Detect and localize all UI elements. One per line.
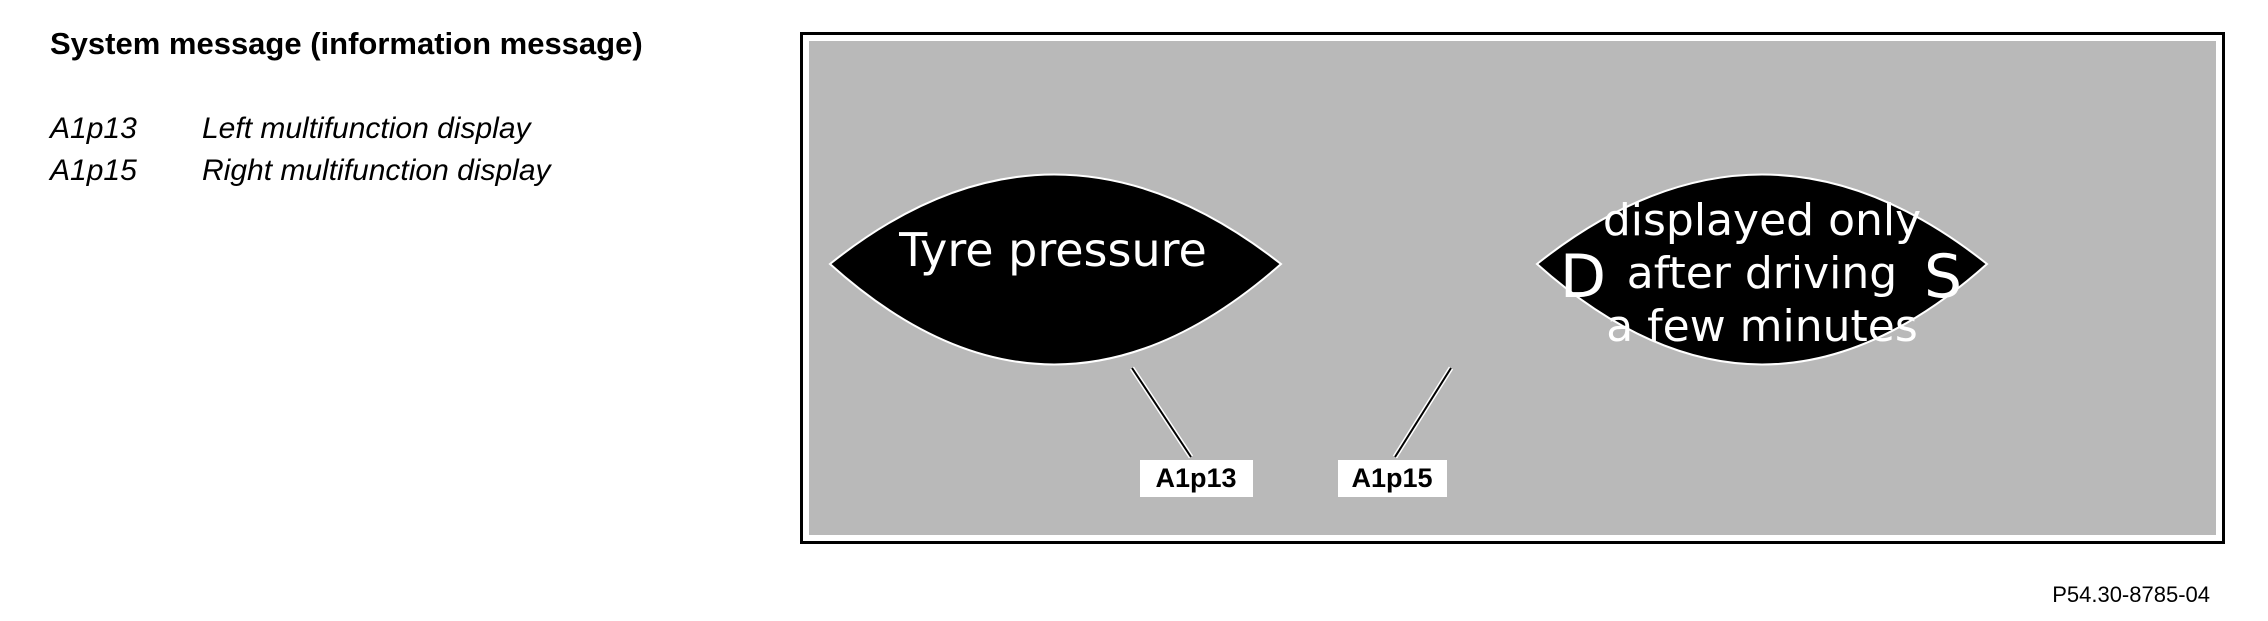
legend-description: Right multifunction display bbox=[202, 154, 551, 187]
callout-label-a1p13: A1p13 bbox=[1155, 463, 1236, 493]
callout-leader-a1p15 bbox=[1394, 367, 1452, 458]
right-display-line-3: a few minutes bbox=[1606, 301, 1918, 352]
legend-code: A1p15 bbox=[50, 154, 137, 187]
callout-leader-a1p13 bbox=[1131, 367, 1192, 458]
left-display-text: Tyre pressure bbox=[898, 223, 1207, 277]
legend-code: A1p13 bbox=[50, 112, 137, 145]
callout-label-a1p15: A1p15 bbox=[1351, 463, 1432, 493]
display-illustration-svg: Tyre pressure displayed only after drivi… bbox=[809, 41, 2216, 535]
right-display-line-1: displayed only bbox=[1603, 195, 1921, 246]
legend-description: Left multifunction display bbox=[202, 112, 531, 145]
callout-label-a1p13-background bbox=[1140, 460, 1253, 497]
right-display-line-2: after driving bbox=[1627, 248, 1897, 299]
right-multifunction-display bbox=[1535, 173, 1989, 366]
callout-label-a1p15-background bbox=[1338, 460, 1447, 497]
gear-indicator-s: S bbox=[1924, 242, 1962, 312]
display-illustration: Tyre pressure displayed only after drivi… bbox=[800, 32, 2225, 544]
left-multifunction-display bbox=[828, 173, 1283, 366]
page-heading: System message (information message) bbox=[50, 26, 643, 61]
figure-reference-number: P54.30-8785-04 bbox=[2052, 582, 2210, 607]
gear-indicator-d: D bbox=[1560, 242, 1606, 312]
